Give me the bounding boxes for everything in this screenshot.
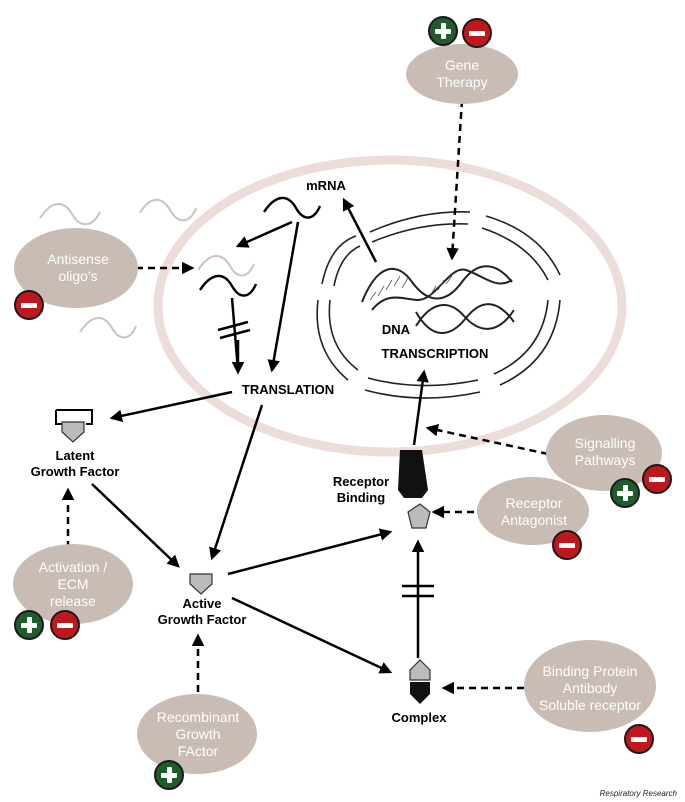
oval-text-line: Soluble receptor	[539, 696, 641, 713]
inhibition-bars	[217, 320, 434, 598]
label-mrna: mRNA	[306, 178, 346, 193]
oval-text-line: Recombinant	[156, 708, 240, 725]
source-credit: Respiratory Research	[599, 789, 677, 798]
oval-text-line: Activation /	[38, 558, 108, 575]
oval-text-line: Antagonist	[500, 512, 568, 528]
intervention-binding-protein: Binding Protein Antibody Soluble recepto…	[524, 660, 656, 716]
receptor-glyph	[398, 450, 431, 529]
oval-text-line: Receptor	[505, 495, 563, 511]
label-transcription: TRANSCRIPTION	[381, 346, 489, 361]
oval-text-line: FActor	[177, 742, 219, 759]
mrna-molecules	[199, 196, 322, 297]
label-latent-growth-factor: Latent Growth Factor	[18, 448, 132, 480]
label-receptor-binding: Receptor Binding	[326, 474, 396, 506]
label-line: Growth Factor	[30, 464, 120, 479]
plus-icon	[14, 610, 44, 640]
mrna-squiggles-background	[39, 198, 255, 339]
cell-membrane	[153, 155, 627, 457]
oval-text-line: Antibody	[562, 679, 618, 696]
label-complex: Complex	[391, 710, 447, 725]
plus-icon	[428, 16, 458, 46]
complex-glyph	[409, 659, 431, 704]
label-translation: TRANSLATION	[241, 382, 335, 397]
intervention-activation-ecm: Activation / ECM release	[14, 556, 132, 612]
dna-helix	[361, 265, 515, 334]
label-line: Receptor	[332, 474, 390, 489]
latent-growth-factor-glyph	[55, 409, 93, 443]
oval-text-line: oligo's	[58, 268, 98, 284]
minus-icon	[462, 18, 492, 48]
oval-text-line: Growth	[175, 725, 221, 742]
intervention-arrows	[61, 99, 549, 695]
plus-icon	[610, 478, 640, 508]
oval-text-line: Pathways	[574, 452, 636, 468]
intervention-antisense: Antisense oligo's	[18, 248, 138, 288]
minus-icon	[624, 724, 654, 754]
minus-icon	[14, 290, 44, 320]
label-line: Latent	[55, 448, 95, 463]
intervention-recombinant: Recombinant Growth FActor	[138, 706, 258, 762]
minus-icon	[642, 464, 672, 494]
label-line: Active	[182, 596, 222, 611]
oval-text-line: Gene	[444, 57, 480, 73]
oval-text-line: Binding Protein	[542, 662, 638, 679]
oval-text-line: Antisense	[47, 251, 109, 267]
pathway-arrows	[91, 197, 429, 674]
dna-rungs	[369, 275, 453, 301]
label-line: Growth Factor	[157, 612, 247, 627]
intervention-receptor-antagonist: Receptor Antagonist	[478, 492, 590, 532]
minus-icon	[552, 530, 582, 560]
plus-icon	[154, 760, 184, 790]
label-line: Binding	[336, 490, 386, 505]
oval-text-line: Signalling	[574, 435, 636, 451]
intervention-signalling-pathways: Signalling Pathways	[548, 432, 662, 472]
intervention-ovals	[13, 44, 662, 774]
oval-text-line: ECM	[57, 575, 89, 592]
label-active-growth-factor: Active Growth Factor	[144, 596, 260, 628]
oval-text-line: Therapy	[436, 74, 488, 90]
label-dna: DNA	[381, 322, 411, 337]
oval-text-line: release	[50, 592, 96, 609]
intervention-gene-therapy: Gene Therapy	[406, 54, 518, 94]
nucleus	[316, 211, 561, 399]
active-growth-factor-glyph	[189, 573, 213, 595]
minus-icon	[50, 610, 80, 640]
